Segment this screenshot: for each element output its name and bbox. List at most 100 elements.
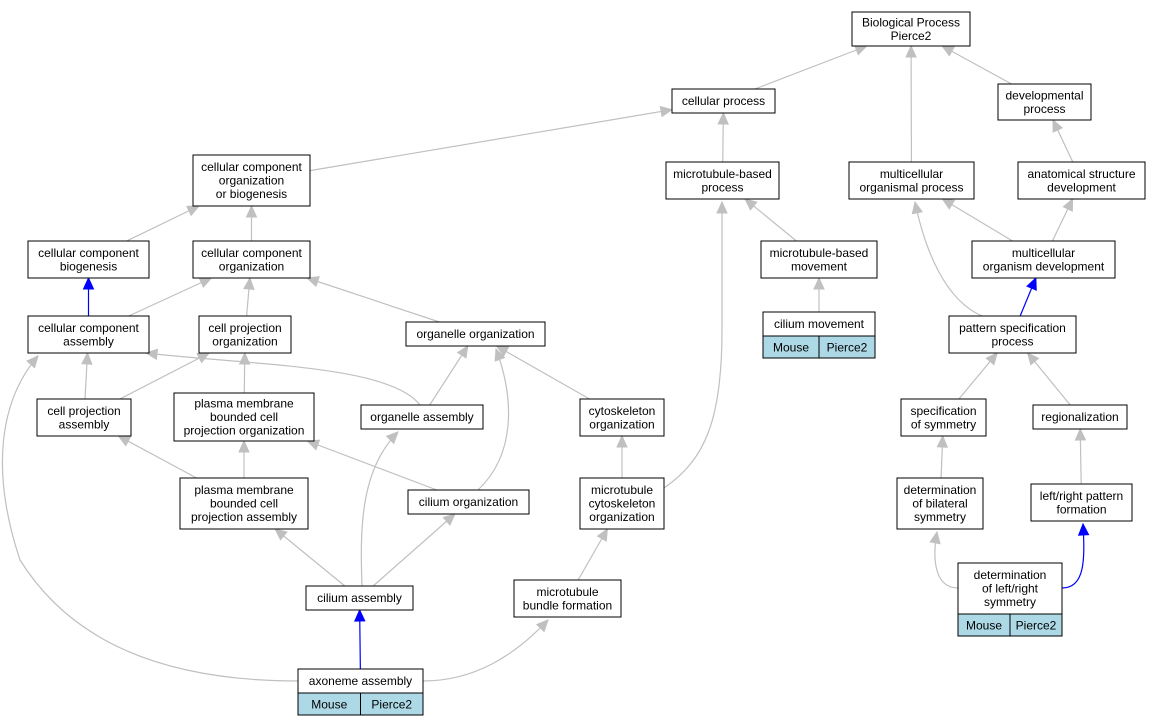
node-label: projection assembly xyxy=(191,510,297,524)
node-label: formation xyxy=(1056,502,1106,516)
edge-line xyxy=(307,440,438,491)
gene-label: Pierce2 xyxy=(371,698,412,712)
edge-pm_bounded_cell_projection_assembly-to-cell_projection_assembly xyxy=(117,435,197,479)
node-label: process xyxy=(701,180,743,194)
node-cilium-assembly[interactable]: cilium assembly xyxy=(305,585,414,611)
arrow-head xyxy=(717,111,729,125)
arrow-head xyxy=(238,439,250,453)
edge-line xyxy=(754,45,867,90)
node-box xyxy=(900,398,987,437)
node-box xyxy=(948,315,1077,354)
edge-anatomical_structure_development-to-developmental_process xyxy=(1052,118,1074,163)
node-box xyxy=(1032,404,1128,430)
edge-specification_of_symmetry-to-pattern_specification_process xyxy=(958,352,998,400)
node-organelle-organization[interactable]: organelle organization xyxy=(405,321,546,347)
node-box xyxy=(579,477,665,530)
edge-cc_organization-to-cc_org_biogenesis xyxy=(245,204,258,241)
edge-determination_left_right_symmetry-to-left_right_pattern_formation xyxy=(1061,522,1090,589)
arrow-head xyxy=(1052,118,1064,133)
arrow-head xyxy=(495,345,510,357)
edge-line xyxy=(941,45,1012,85)
node-box xyxy=(579,398,665,437)
edge-cilium_organization-to-pm_bounded_cell_projection_org xyxy=(306,439,438,491)
arrow-head xyxy=(659,105,674,118)
node-label: Biological Process xyxy=(862,15,960,29)
arrow-head xyxy=(941,198,956,210)
node-label: multicellular xyxy=(1012,246,1075,260)
node-label: cilium assembly xyxy=(317,591,402,605)
node-label: cellular component xyxy=(201,160,302,174)
edge-axoneme_assembly-to-mt_bundle_formation xyxy=(422,619,549,682)
node-label: organization xyxy=(212,334,277,348)
node-box xyxy=(297,668,424,694)
node-label: organization xyxy=(219,259,284,273)
arrow-head xyxy=(941,45,955,57)
node-organelle-assembly[interactable]: organelle assembly xyxy=(360,404,484,430)
node-label: organization xyxy=(589,417,654,431)
node-label: assembly xyxy=(63,334,114,348)
node-label: bounded cell xyxy=(210,497,278,511)
edge-axoneme_assembly-to-cc_assembly xyxy=(1,355,299,682)
edge-multicellular_organismal_process-to-bp_root xyxy=(905,44,917,163)
node-label: bundle formation xyxy=(523,598,612,612)
node-regionalization[interactable]: regionalization xyxy=(1032,404,1128,430)
edge-left_right_pattern_formation-to-regionalization xyxy=(1074,427,1087,485)
arrow-head xyxy=(911,200,924,215)
edge-line xyxy=(274,528,346,587)
arrow-head xyxy=(596,527,608,542)
node-box xyxy=(179,477,309,530)
node-label: specification xyxy=(910,404,976,418)
node-label: regionalization xyxy=(1041,410,1118,424)
edge-line xyxy=(477,348,510,491)
edge-cc_assembly-to-cc_organization xyxy=(128,277,213,317)
arrow-head xyxy=(813,276,825,290)
node-box xyxy=(198,315,292,354)
edge-mt_based_movement-to-mt_based_process xyxy=(744,198,797,242)
arrow-head xyxy=(385,431,399,445)
edge-cc_org_biogenesis-to-cellular_process xyxy=(309,105,674,172)
node-label: microtubule-based xyxy=(673,167,772,181)
arrow-head xyxy=(245,204,258,218)
node-box xyxy=(407,489,530,515)
node-box xyxy=(192,154,311,207)
node-label: or biogenesis xyxy=(216,187,287,201)
organism-label: Mouse xyxy=(773,341,809,355)
node-label: cellular component xyxy=(38,246,139,260)
node-cilium-organization[interactable]: cilium organization xyxy=(407,489,530,515)
arrow-head xyxy=(616,434,628,448)
node-cellular-process[interactable]: cellular process xyxy=(671,88,776,114)
edge-line xyxy=(118,435,197,479)
node-label: of left/right xyxy=(982,582,1039,596)
edge-multicellular_organism_development-to-anatomical_structure_development xyxy=(1051,197,1074,242)
edge-line xyxy=(942,198,1013,242)
edge-organelle_organization-to-cc_organization xyxy=(305,276,440,323)
arrow-head xyxy=(1026,276,1037,291)
node-label: of symmetry xyxy=(911,417,976,431)
edge-mt_cytoskeleton_organization-to-mt_based_process xyxy=(663,200,728,489)
